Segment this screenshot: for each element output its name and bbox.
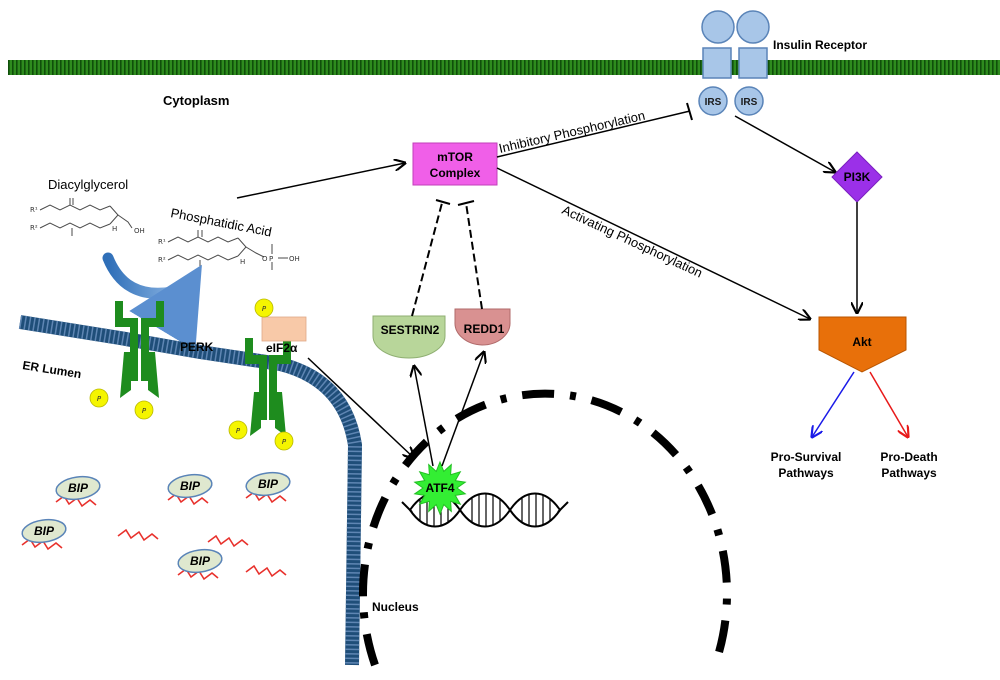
bip-label-3: BIP — [258, 477, 279, 491]
atf4-to-redd1-arrow — [441, 352, 484, 467]
bip-chaperone-1 — [55, 475, 101, 501]
survival-label-line2: Pathways — [778, 466, 834, 480]
akt-node: Akt — [818, 316, 907, 373]
death-label-line2: Pathways — [881, 466, 937, 480]
receptor-alpha-right — [736, 10, 770, 44]
irs-right — [734, 86, 764, 116]
mtor-label-line2: Complex — [430, 166, 481, 180]
cytoplasm-label: Cytoplasm — [163, 93, 229, 108]
survival-arrow — [812, 371, 855, 437]
mtor-label-line1: mTOR — [437, 150, 473, 164]
receptor-alpha-left — [701, 10, 735, 44]
atf4-label: ATF4 — [425, 481, 454, 495]
er-lumen-label: ER Lumen — [22, 358, 83, 381]
irs-right-label: IRS — [741, 97, 758, 108]
eif2a-phospho-right: P — [274, 431, 294, 451]
diacylglycerol-label: Diacylglycerol — [48, 177, 128, 192]
inhibitory-edge — [496, 110, 691, 158]
bip-chaperone-3 — [245, 471, 291, 497]
pa-r1: R¹ — [158, 238, 166, 246]
pa-r2: R² — [158, 256, 166, 264]
dag-r1: R¹ — [30, 206, 38, 214]
pi3k-label: PI3K — [844, 170, 871, 184]
eif2a-to-atf4-arrow — [307, 357, 414, 458]
unfolded-protein-3 — [245, 564, 287, 578]
bip-chaperones: BIP BIP BIP BIP BIP — [21, 471, 291, 581]
eif2a-phospho-top: P — [254, 298, 274, 318]
pa-h: H — [240, 258, 245, 266]
unfolded-protein-1 — [117, 528, 159, 542]
pa-p: P — [269, 255, 273, 263]
perk-dimer — [115, 301, 164, 398]
death-arrow — [869, 371, 908, 437]
perk-phospho-right-label: P — [142, 407, 147, 415]
receptor-beta-left — [702, 47, 732, 79]
eif2a-perk-dimer — [245, 338, 291, 436]
eif2a-label: eIF2α — [266, 341, 298, 355]
irs-to-pi3k-arrow — [734, 115, 835, 172]
sestrin2-inhibit-bar — [435, 199, 451, 205]
inhibitory-label: Inhibitory Phosphorylation — [497, 108, 646, 156]
survival-label-line1: Pro-Survival — [771, 450, 842, 464]
nucleus-label: Nucleus — [372, 600, 419, 614]
pa-o: O — [262, 255, 268, 263]
bip-chaperone-4 — [21, 518, 67, 544]
sestrin2-node: SESTRIN2 — [372, 315, 446, 359]
phosphatidic-acid-structure: R¹ R² H O P OH — [158, 230, 300, 270]
dag-h: H — [112, 225, 117, 233]
akt-label: Akt — [852, 335, 871, 349]
dag-oh: OH — [134, 227, 145, 235]
mtor-complex: mTOR Complex — [412, 142, 498, 186]
diacylglycerol-structure: R¹ R² H OH — [30, 198, 145, 236]
plasma-membrane — [8, 60, 1000, 75]
bip-label-4: BIP — [34, 524, 55, 538]
redd1-label: REDD1 — [464, 322, 505, 336]
perk-phospho-left: P — [89, 388, 109, 408]
sestrin2-inhibits-mtor — [411, 202, 443, 317]
eif2a-phospho-right-label: P — [282, 438, 287, 446]
atf4-node: ATF4 — [413, 460, 467, 516]
receptor-beta-right — [738, 47, 768, 79]
redd1-inhibit-bar — [457, 200, 475, 206]
death-label-line1: Pro-Death — [880, 450, 937, 464]
irs-left — [698, 86, 728, 116]
redd1-inhibits-mtor — [465, 202, 483, 310]
eif2a-phospho-left: P — [228, 420, 248, 440]
bip-chaperone-5 — [177, 548, 223, 574]
unfolded-proteins — [117, 528, 287, 578]
perk-label: PERK — [180, 340, 214, 354]
pa-oh: OH — [289, 255, 300, 263]
eif2a-phospho-left-label: P — [236, 427, 241, 435]
pa-to-mtor-arrow — [236, 163, 405, 199]
bip-label-2: BIP — [180, 479, 201, 493]
atf4-to-sestrin2-arrow — [414, 366, 434, 467]
dag-r2: R² — [30, 224, 38, 232]
activating-label: Activating Phosphorylation — [560, 202, 705, 280]
bip-chaperone-2 — [167, 473, 213, 499]
dag-to-pa-arrow — [102, 252, 202, 351]
phosphatidic-acid-label: Phosphatidic Acid — [169, 205, 273, 239]
inhibitory-bar — [686, 102, 693, 121]
mtor-box — [412, 142, 498, 186]
activating-edge — [496, 167, 810, 319]
insulin-receptor-label: Insulin Receptor — [773, 38, 867, 52]
redd1-node: REDD1 — [454, 308, 511, 346]
perk-phospho-right: P — [134, 400, 154, 420]
pi3k-node: PI3K — [831, 151, 883, 203]
perk-phospho-left-label: P — [97, 395, 102, 403]
bip-label-5: BIP — [190, 554, 211, 568]
unfolded-protein-2 — [207, 534, 249, 548]
insulin-receptor: Insulin Receptor IRS IRS — [698, 10, 867, 116]
sestrin2-label: SESTRIN2 — [381, 323, 440, 337]
irs-left-label: IRS — [705, 97, 722, 108]
bip-label-1: BIP — [68, 481, 89, 495]
eif2a-phospho-top-label: P — [262, 305, 267, 313]
nuclear-envelope — [359, 389, 731, 667]
eif2a-box — [261, 316, 307, 342]
